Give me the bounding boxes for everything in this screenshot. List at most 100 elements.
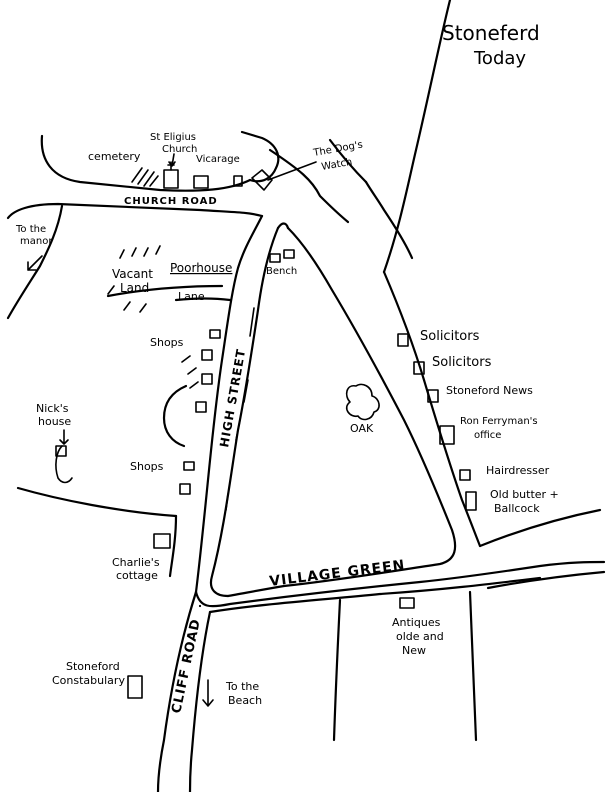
shop-6: [179, 483, 191, 495]
bench-marker-2: [283, 249, 295, 259]
poorhouse-label: Poorhouse: [170, 261, 232, 275]
vicarage-building: [193, 175, 209, 189]
church-road-label: CHURCH ROAD: [124, 196, 218, 207]
shops-lower-label: Shops: [130, 460, 164, 473]
charlies-cottage-building: [153, 533, 171, 549]
nicks-driveway: [55, 445, 73, 484]
dogs-watch-pub: [251, 169, 273, 191]
north-road-east-edge: [382, 0, 452, 274]
nicks-house-building: [55, 445, 67, 457]
dogs-watch-label-2: Watch: [321, 157, 354, 173]
church-label-2: Church: [162, 144, 197, 155]
constabulary-building: [127, 675, 143, 699]
constabulary-label-1: Stoneford: [66, 660, 120, 673]
church-road-north-edge-west: [40, 134, 252, 192]
village-green-road-north-edge: [194, 560, 606, 608]
dogs-watch-pointer: [267, 161, 317, 181]
oak-label: OAK: [350, 422, 374, 435]
ferryman-label-2: office: [474, 430, 501, 441]
to-manor-label-2: manor: [20, 236, 53, 247]
hairdresser-label: Hairdresser: [486, 464, 550, 477]
solicitors-2-building: [413, 361, 425, 375]
oldbutter-label-2: Ballcock: [494, 502, 540, 515]
hairdresser-building: [459, 469, 471, 481]
solicitors-2-label: Solicitors: [432, 355, 492, 370]
cliff-road-east-edge: [188, 610, 212, 792]
shop-1: [209, 329, 221, 339]
village-green-road-south-edge-a: [208, 576, 542, 614]
ferryman-office-building: [439, 425, 455, 445]
oldbutter-label-1: Old butter +: [490, 488, 559, 501]
manor-road-east-edge: [6, 204, 64, 320]
vicarage-label: Vicarage: [196, 154, 240, 165]
map-title: Stoneferd Today: [442, 21, 540, 69]
high-street-west-edge: [194, 214, 264, 594]
oldbutter-building: [465, 491, 477, 511]
east-road-south-branch: [478, 508, 602, 548]
west-lane-north-edge: [16, 486, 178, 518]
lane-label: Lane: [178, 290, 205, 303]
church-road-south-edge: [6, 202, 264, 220]
nicks-pointer-arrow: [59, 429, 69, 445]
east-road-west-edge: [382, 270, 482, 548]
south-block-west-road: [332, 598, 342, 742]
high-street-east-edge: [209, 226, 280, 598]
antiques-building: [399, 597, 415, 609]
news-building: [427, 389, 439, 403]
east-side-labels: Solicitors Solicitors Stoneford News Ron…: [420, 329, 559, 515]
oak-canopy: [345, 383, 380, 421]
west-lane-corner: [168, 514, 178, 578]
south-block-east-road: [468, 590, 478, 742]
dogs-watch-label-1: The Dog's: [312, 139, 364, 159]
constabulary-label-2: Constabulary: [52, 674, 125, 687]
bench-marker-1: [269, 253, 281, 263]
ferryman-label-1: Ron Ferryman's: [460, 416, 538, 427]
dogs-watch-outbuilding: [233, 175, 243, 187]
north-road-west-edge: [268, 148, 350, 224]
charlies-label-1: Charlie's: [112, 556, 160, 569]
north-road-east-a: [364, 180, 414, 260]
poorhouse-lane-north-edge: [106, 284, 224, 298]
cemetery-label: cemetery: [88, 150, 141, 163]
church-label-1: St Eligius: [150, 132, 196, 143]
vacant-land-hatching-top: [119, 245, 161, 259]
church-building: [163, 169, 179, 189]
shops-hatching: [181, 355, 199, 389]
to-manor-label-1: To the: [15, 224, 46, 235]
shop-3: [201, 373, 213, 385]
oak-tree-icon: [345, 383, 380, 421]
cliff-road-west-edge: [156, 590, 198, 792]
road-network: [6, 0, 606, 792]
charlies-label-2: cottage: [116, 569, 158, 582]
antiques-label-1: Antiques: [392, 616, 441, 629]
title-line-2: Today: [473, 48, 526, 69]
shop-4: [195, 401, 207, 413]
vacant-land-label-2: Land: [120, 281, 149, 295]
bench-label: Bench: [266, 266, 297, 277]
to-beach-label-2: Beach: [228, 694, 262, 707]
green-top-tip: [276, 222, 290, 230]
shops-upper-label: Shops: [150, 336, 184, 349]
village-green-outline: [226, 226, 457, 598]
nicks-house-label-2: house: [38, 415, 71, 428]
church-pointer-arrow: [168, 153, 176, 167]
cemetery-hatching: [131, 167, 159, 187]
solicitors-1-label: Solicitors: [420, 329, 480, 344]
nicks-house-label-1: Nick's: [36, 402, 69, 415]
poorhouse-lane-south-edge: [174, 297, 232, 302]
north-road-upper: [328, 138, 368, 184]
arrows: [27, 153, 317, 707]
antiques-label-3: New: [402, 644, 426, 657]
shops-back-lane: [162, 384, 188, 448]
title-line-1: Stoneferd: [442, 21, 540, 45]
shop-5: [183, 461, 195, 471]
high-street-kerb-marks: [225, 307, 255, 511]
cliff-road-label: CLIFF ROAD: [169, 617, 204, 715]
manor-arrow-icon: [27, 255, 43, 271]
vacant-land-hatching-bottom: [107, 285, 147, 313]
antiques-label-2: olde and: [396, 630, 444, 643]
shop-2: [201, 349, 213, 361]
south-east-road: [486, 570, 606, 590]
hatch-marks: [107, 167, 199, 389]
